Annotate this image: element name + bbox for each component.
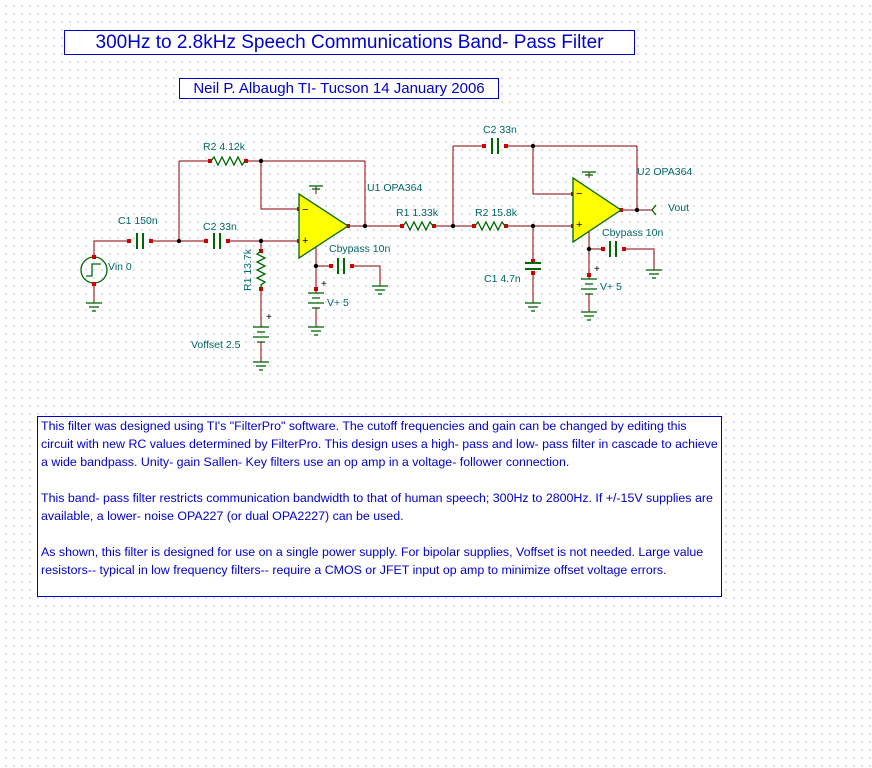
vout-terminal-icon (651, 204, 657, 216)
stage1-wires (93, 160, 403, 362)
resistor-r1-shunt (255, 250, 267, 289)
label-u2: U2 OPA364 (637, 166, 692, 178)
ground-icon (253, 361, 269, 371)
note-paragraph: This filter was designed using TI's "Fil… (41, 419, 718, 469)
connection-pins (127, 144, 626, 291)
capacitor-cbypass-u1 (337, 258, 345, 274)
label-cbypass-u2: Cbypass 10n (602, 227, 663, 239)
capacitor-cbypass-u2 (609, 241, 617, 257)
label-cbypass-u1: Cbypass 10n (329, 243, 390, 255)
battery-vplus-u1: + (308, 279, 327, 313)
resistor-r2-lp (474, 220, 506, 232)
battery-vplus-u2: + (581, 264, 600, 299)
label-r1-shunt: R1 13.7k (242, 248, 254, 291)
author-credit: Neil P. Albaugh TI- Tucson 14 January 20… (179, 78, 499, 99)
label-c2-input: C2 33n (203, 221, 237, 233)
note-paragraph: As shown, this filter is designed for us… (41, 545, 704, 577)
ground-icon (525, 302, 541, 312)
label-vin: Vin 0 (108, 261, 132, 273)
schematic-title: 300Hz to 2.8kHz Speech Communications Ba… (64, 30, 635, 55)
label-vplus-u1: V+ 5 (327, 297, 349, 309)
voltage-source-vin (80, 255, 108, 286)
note-paragraph: This band- pass filter restricts communi… (41, 491, 713, 523)
battery-voffset: + (253, 312, 272, 351)
label-r2-lp: R2 15.8k (475, 207, 518, 219)
svg-text:+: + (321, 279, 327, 290)
label-c1-lp: C1 4.7n (484, 273, 521, 285)
svg-text:−: − (302, 204, 308, 216)
opamp-u1: − + (298, 192, 350, 260)
label-r1-lp: R1 1.33k (396, 207, 439, 219)
ground-icon (309, 185, 323, 190)
ground-icon (86, 302, 102, 312)
capacitor-c2-input (213, 233, 221, 249)
label-c1-input: C1 150n (118, 215, 158, 227)
capacitor-c1-input (136, 233, 144, 249)
label-u1: U1 OPA364 (367, 182, 422, 194)
capacitor-c1-lp (525, 262, 541, 270)
design-notes: This filter was designed using TI's "Fil… (37, 416, 722, 597)
ground-icon (372, 285, 388, 295)
capacitor-c2-feedback (491, 138, 499, 154)
label-c2-feedback: C2 33n (483, 124, 517, 136)
label-vplus-u2: V+ 5 (600, 281, 622, 293)
svg-text:+: + (576, 219, 582, 231)
svg-text:+: + (594, 264, 600, 275)
junction-dots (176, 143, 640, 269)
ground-icon (308, 326, 324, 336)
stage2-wires (433, 145, 655, 312)
label-r2-feedback: R2 4.12k (203, 141, 246, 153)
svg-text:+: + (302, 235, 308, 247)
label-vout: Vout (668, 202, 689, 214)
ground-icon (581, 311, 597, 321)
ground-icon (582, 171, 596, 176)
svg-text:+: + (266, 312, 272, 323)
svg-text:−: − (576, 188, 582, 200)
resistor-r2-feedback (210, 155, 246, 167)
opamp-u2: − + (572, 176, 623, 244)
label-voffset: Voffset 2.5 (191, 339, 241, 351)
ground-icon (646, 269, 662, 279)
resistor-r1-lp (402, 220, 434, 232)
